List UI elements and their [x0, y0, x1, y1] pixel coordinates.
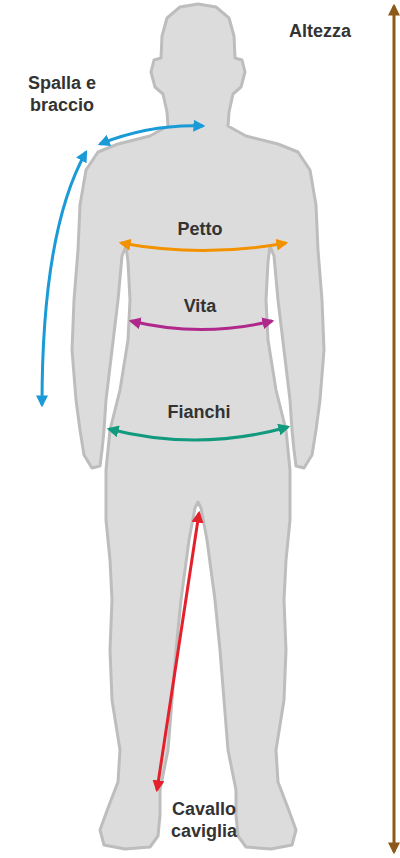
shoulder-arrow [100, 126, 203, 144]
shoulder-arm-label: Spalla e braccio [14, 72, 110, 116]
hips-label: Fianchi [144, 401, 254, 423]
inseam-arrow [157, 513, 199, 790]
arm-arrow [42, 152, 86, 405]
height-label: Altezza [265, 20, 375, 42]
chest-label: Petto [145, 218, 255, 240]
chest-arrow [121, 243, 286, 251]
waist-label: Vita [145, 295, 255, 317]
hips-arrow [109, 427, 288, 440]
body-silhouette [72, 4, 324, 849]
waist-arrow [131, 321, 272, 330]
inseam-label: Cavallo caviglia [158, 798, 250, 842]
height-arrow [393, 6, 396, 852]
